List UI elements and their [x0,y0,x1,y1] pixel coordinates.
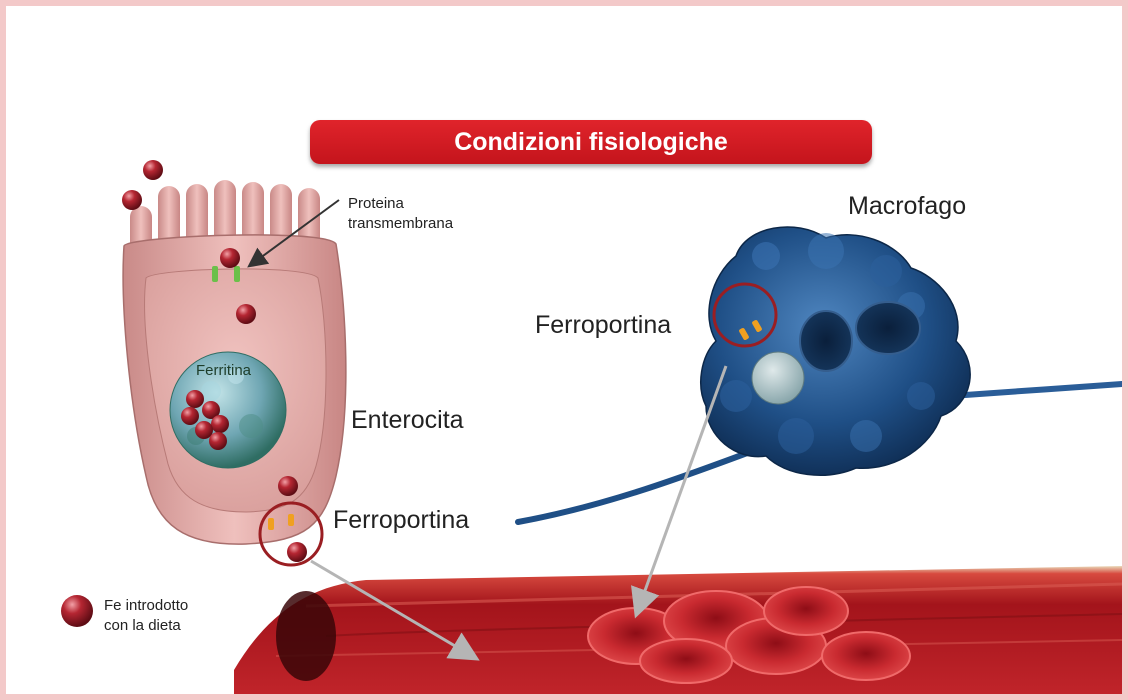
legend-dietary-iron: Fe introdotto con la dieta [104,596,188,636]
diagram-canvas: Condizioni fisiologiche Proteina transme… [6,6,1122,694]
red-blood-cell [822,632,910,680]
iron-atom [278,476,298,496]
macrophage-cell [518,227,1122,522]
label-transmembrane-protein: Proteina transmembrana [348,194,453,234]
label-macrophage: Macrofago [848,192,966,221]
label-ferroportin-macrophage: Ferroportina [535,311,671,340]
label-enterocyte: Enterocita [351,406,464,435]
label-ferritin: Ferritina [196,362,251,379]
iron-atom [236,304,256,324]
diagram-illustration [6,6,1122,694]
legend-dietary-iron-line1: Fe introdotto [104,596,188,616]
iron-atom [181,407,199,425]
iron-atom [211,415,229,433]
iron-legend-swatch [61,595,93,627]
iron-atom [220,248,240,268]
iron-atom [122,190,142,210]
iron-atom [287,542,307,562]
label-transmembrane-protein-line2: transmembrana [348,214,453,234]
iron-atom [186,390,204,408]
iron-atom [143,160,163,180]
label-ferroportin-enterocyte: Ferroportina [333,506,469,535]
red-blood-cell [764,587,848,635]
diagram-title: Condizioni fisiologiche [310,120,872,164]
label-transmembrane-protein-line1: Proteina [348,194,453,214]
iron-atom [195,421,213,439]
legend-dietary-iron-line2: con la dieta [104,616,188,636]
iron-atom [209,432,227,450]
red-blood-cell [640,639,732,683]
